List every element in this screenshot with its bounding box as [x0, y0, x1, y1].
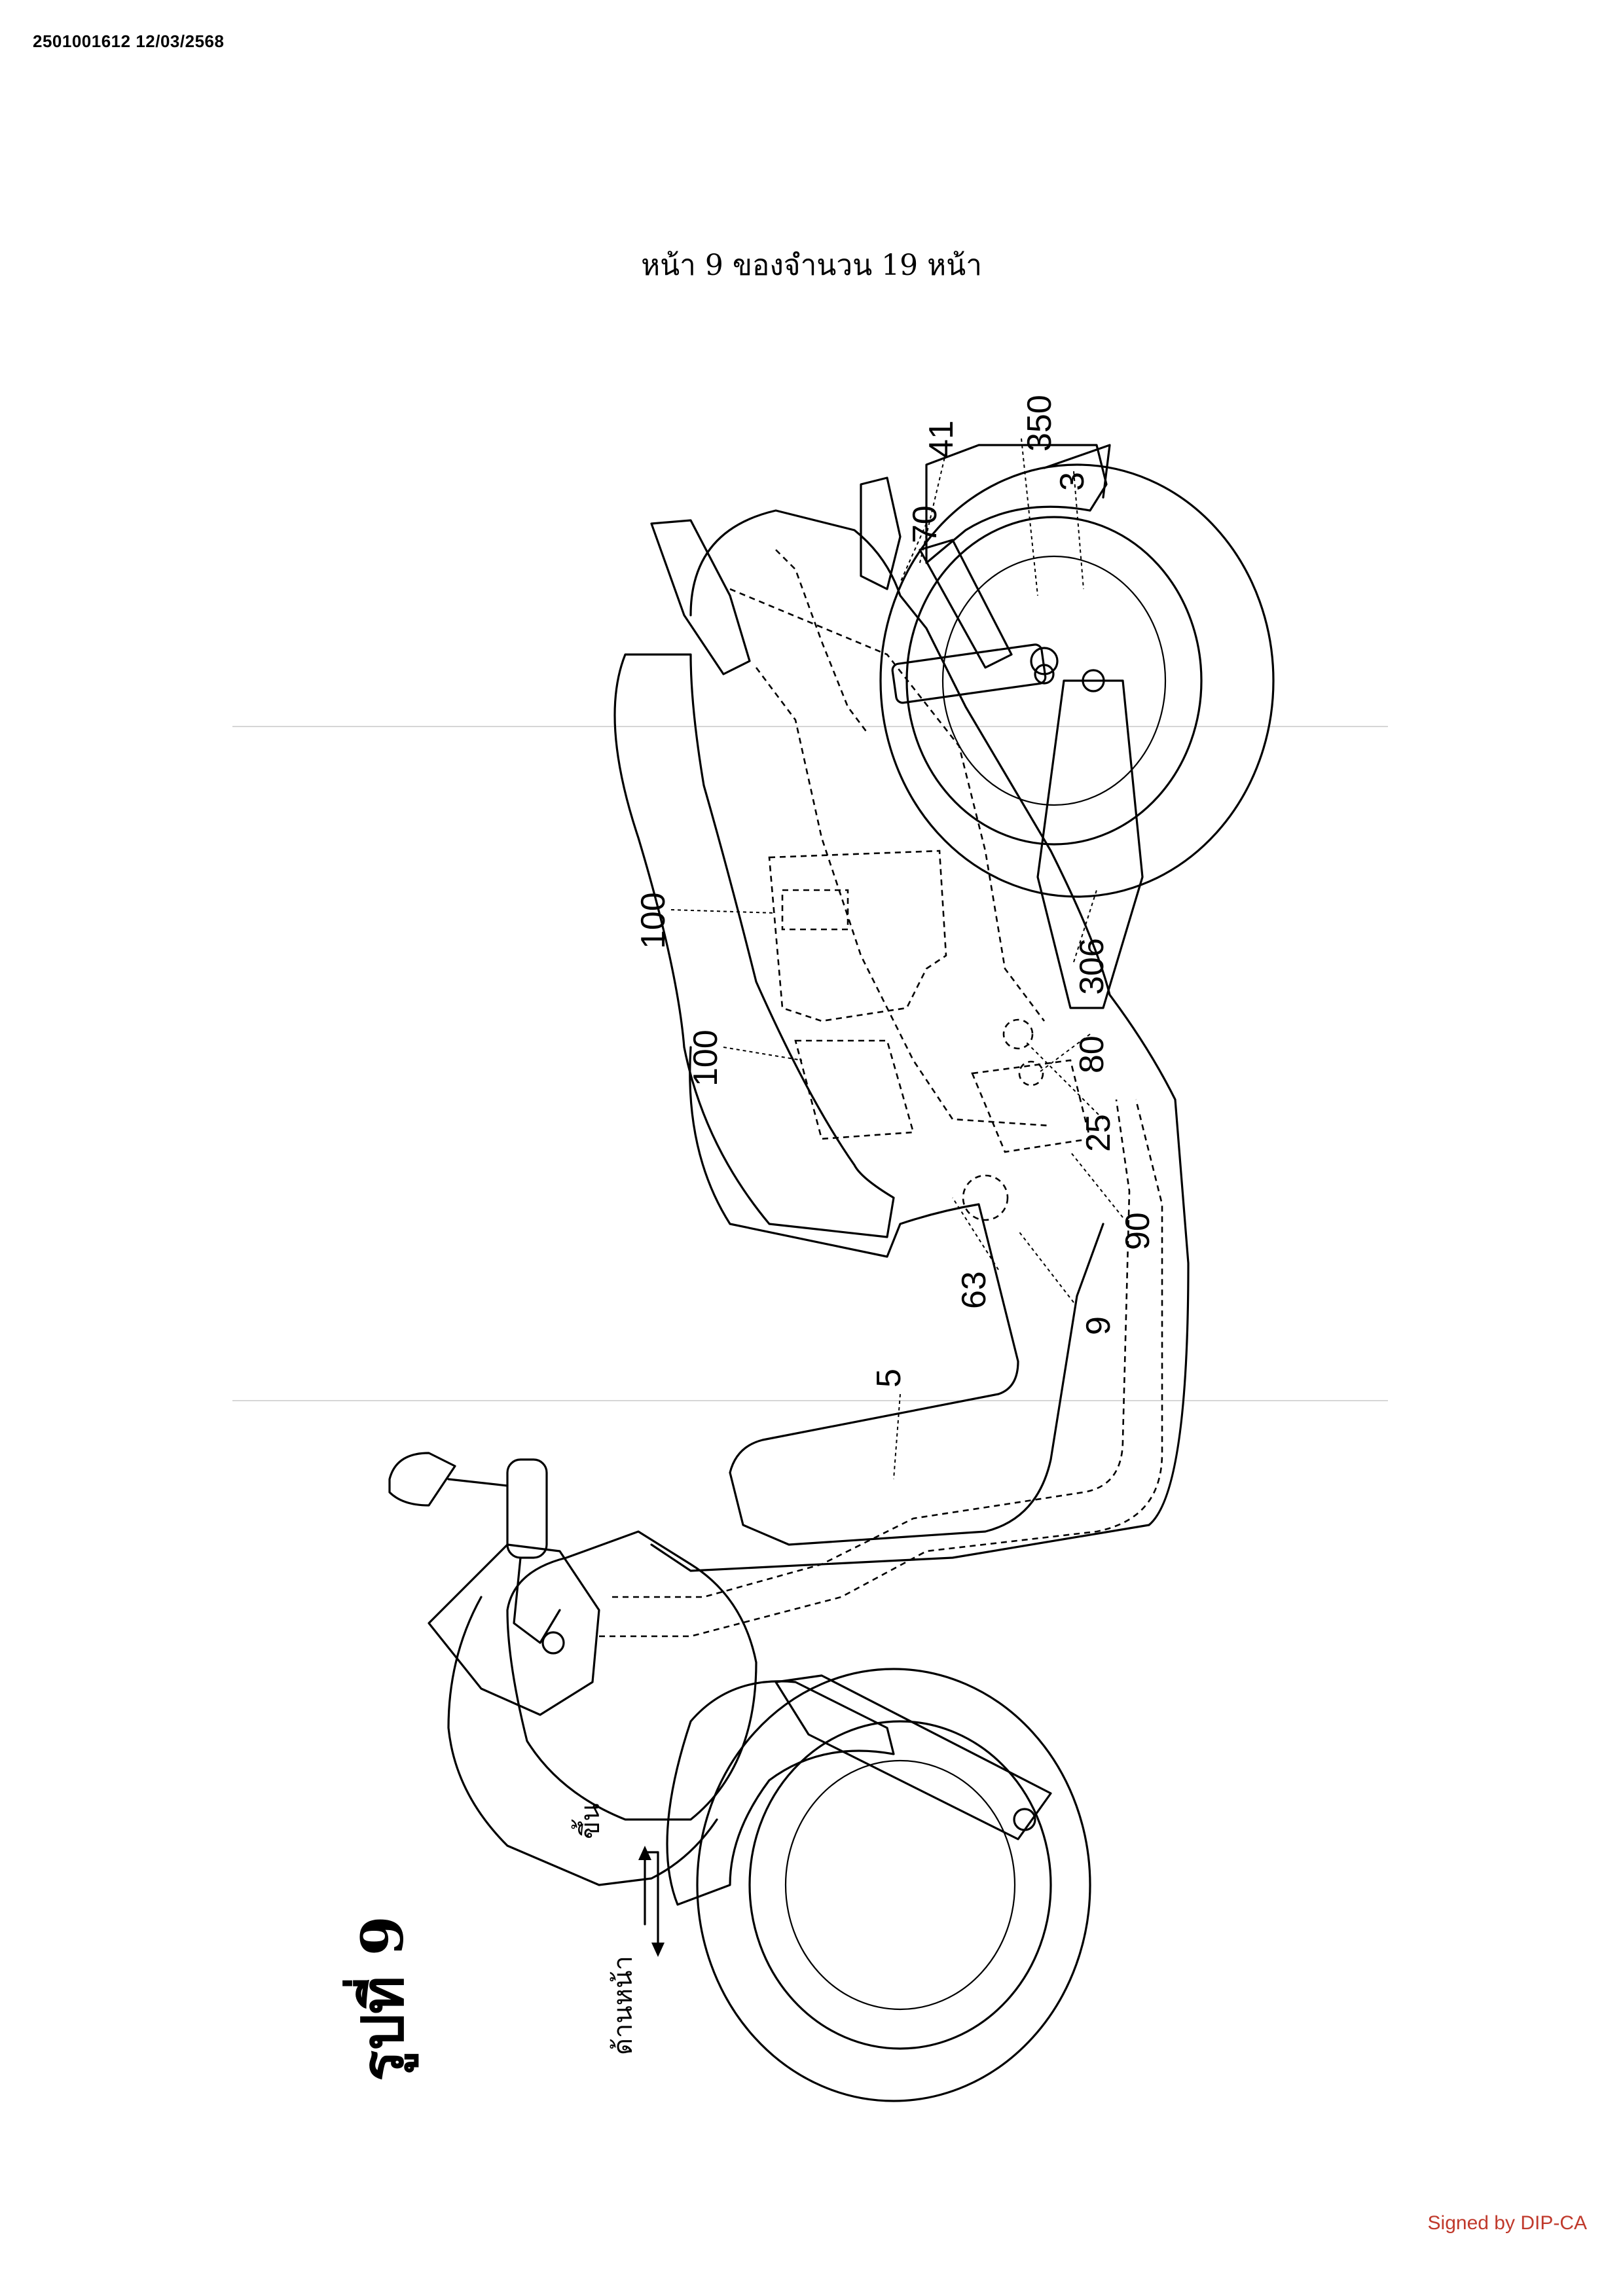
reference-numerals: 41 350 3 70 100 100 306 80 25 90 9 63 5 [634, 395, 1157, 1388]
leg-shield [447, 1596, 718, 1886]
pcu-9-box [971, 1059, 1091, 1153]
patent-figure: 41 350 3 70 100 100 306 80 25 90 9 63 5 … [232, 380, 1388, 2199]
swing-arm-306 [1036, 679, 1144, 1009]
conduit-70 [775, 549, 869, 734]
direction-front-label: ด้านหน้า [608, 1956, 638, 2055]
part-80 [1018, 1060, 1044, 1086]
label-5: 5 [870, 1369, 908, 1388]
label-25: 25 [1080, 1114, 1118, 1152]
rear-body-cowl [650, 509, 1190, 1572]
label-63: 63 [955, 1271, 993, 1309]
battery-100-upper [781, 889, 849, 931]
digital-signature: Signed by DIP-CA [1427, 2212, 1587, 2234]
battery-box-outline [768, 850, 947, 1022]
label-70: 70 [906, 505, 944, 543]
figure-title: รูปที่ 9 [342, 1916, 419, 2081]
headlight-housing [428, 1543, 600, 1716]
floor-step [729, 1223, 1104, 1546]
frame-rear [755, 667, 1051, 1127]
handlebar [506, 1458, 565, 1655]
seat-front-bolster [689, 1046, 987, 1258]
page-number: หน้า 9 ของจำนวน 19 หน้า [641, 249, 982, 282]
front-fender [666, 1680, 895, 1906]
frame-main [612, 1099, 1131, 1598]
battery-100-lower [794, 1039, 915, 1140]
rear-fender [925, 444, 1108, 564]
swing-arm-pivot [1082, 669, 1105, 692]
direction-up-label: ขึ้น [571, 1803, 606, 1839]
label-100-lower: 100 [687, 1030, 725, 1086]
frame-lower [599, 1099, 1163, 1638]
label-350: 350 [1021, 395, 1059, 452]
scooter-drawing: 41 350 3 70 100 100 306 80 25 90 9 63 5 … [232, 395, 1388, 2102]
rear-shock-41 [891, 539, 1055, 704]
motor-hub [962, 1174, 1009, 1221]
front-axle [1013, 1808, 1036, 1831]
label-306: 306 [1073, 938, 1111, 995]
document-id: 2501001612 12/03/2568 [33, 31, 225, 51]
seat [613, 653, 895, 1238]
mirror [388, 1452, 509, 1507]
frame-upper [729, 588, 1046, 1022]
part-25 [1002, 1018, 1034, 1050]
front-cowl [506, 1530, 757, 1821]
direction-indicator: ขึ้น ด้านหน้า [571, 1803, 665, 2055]
leader-lines [670, 438, 1123, 1480]
rear-fender-tip [1043, 444, 1111, 499]
label-80: 80 [1073, 1035, 1111, 1073]
label-3: 3 [1053, 472, 1091, 491]
label-41: 41 [922, 420, 960, 458]
front-wheel [696, 1668, 1091, 2102]
label-9: 9 [1080, 1316, 1118, 1335]
label-90: 90 [1119, 1212, 1157, 1250]
label-100-upper: 100 [634, 892, 672, 949]
tail-piece [860, 476, 902, 590]
grab-rail [650, 519, 751, 675]
